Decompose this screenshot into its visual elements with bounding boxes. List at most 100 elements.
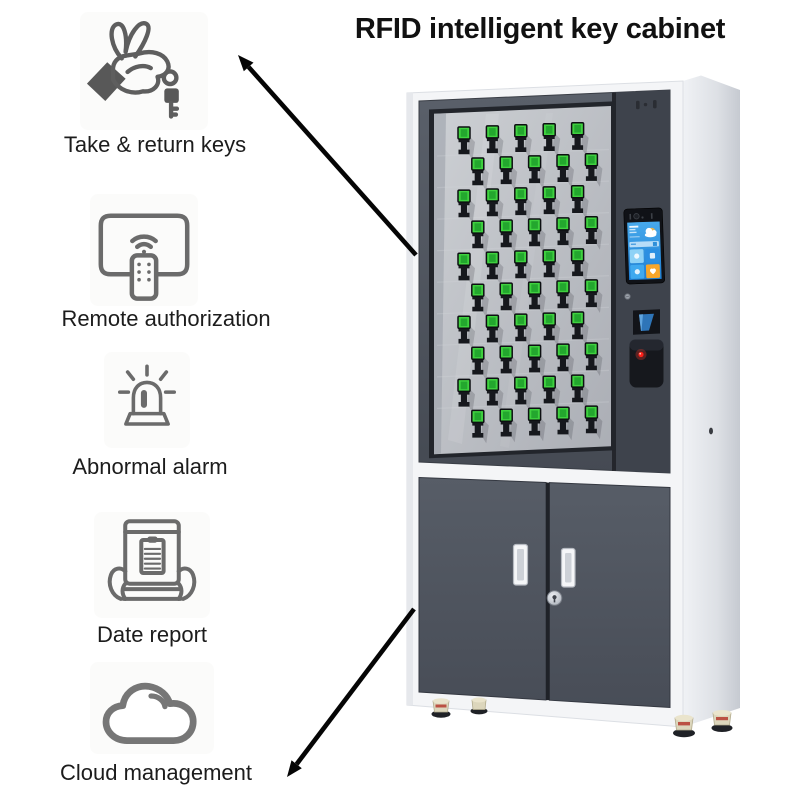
- door-handle-right[interactable]: [560, 547, 576, 588]
- key-tag[interactable]: [457, 189, 475, 224]
- key-tag[interactable]: [570, 248, 589, 282]
- wifi-arc: [130, 234, 158, 244]
- key-tag[interactable]: [485, 314, 504, 349]
- foot: [470, 697, 488, 715]
- key-tag[interactable]: [471, 220, 489, 255]
- key-tag[interactable]: [527, 281, 546, 316]
- key-tag[interactable]: [485, 377, 504, 412]
- door-gap: [546, 482, 550, 701]
- window-inner-wall-shade: [434, 113, 446, 455]
- key-tag[interactable]: [499, 345, 518, 380]
- tray-band: [121, 587, 183, 601]
- door-left[interactable]: [418, 476, 547, 701]
- date-report-icon: [94, 512, 210, 618]
- annotation-arrows: [238, 55, 418, 777]
- column-vents: [636, 100, 657, 110]
- foot: [711, 710, 733, 732]
- key-tag[interactable]: [584, 279, 603, 313]
- wifi-dot: [141, 249, 147, 254]
- card-slot[interactable]: [633, 309, 660, 335]
- key-tag[interactable]: [485, 251, 504, 286]
- finger: [109, 21, 129, 61]
- key-tag[interactable]: [457, 252, 475, 287]
- hand-right-thumb: [176, 581, 184, 601]
- door-lock[interactable]: [546, 590, 563, 606]
- remote-authorization-icon: [90, 194, 198, 306]
- storage-doors: [418, 476, 671, 709]
- key-tag[interactable]: [527, 344, 546, 379]
- cloud-outline: [102, 682, 197, 744]
- key-tag[interactable]: [471, 346, 489, 381]
- screen-weather-graphic: [629, 225, 657, 238]
- key-tag[interactable]: [527, 155, 546, 189]
- key-blade: [168, 100, 180, 119]
- door-right[interactable]: [549, 482, 671, 709]
- key-tag[interactable]: [570, 374, 589, 409]
- foot: [431, 698, 451, 718]
- key-tag[interactable]: [457, 378, 475, 413]
- key-tag-grid: [457, 121, 603, 444]
- key-window: [429, 101, 616, 459]
- key-tag[interactable]: [542, 186, 561, 220]
- key-tag[interactable]: [499, 282, 518, 317]
- shelf-lines: [436, 148, 610, 409]
- heart-icon: [649, 268, 656, 275]
- key-tag[interactable]: [556, 406, 574, 441]
- key-tag[interactable]: [584, 216, 603, 250]
- key-head: [164, 88, 179, 103]
- key-tag[interactable]: [556, 154, 574, 188]
- cabinet-side-panel: [683, 75, 740, 727]
- key-tag[interactable]: [471, 409, 489, 444]
- key-tag[interactable]: [542, 123, 561, 157]
- key-tag[interactable]: [514, 313, 532, 348]
- key-tag[interactable]: [584, 342, 603, 376]
- key-tag[interactable]: [570, 311, 589, 345]
- screen-toolbar: [629, 241, 659, 248]
- feature-label-cloud-management: Cloud management: [59, 760, 252, 785]
- camera-module: [629, 213, 653, 220]
- screen-outline: [98, 213, 190, 277]
- key-tag[interactable]: [556, 343, 574, 378]
- key-tag[interactable]: [556, 280, 574, 314]
- side-panel-hole: [709, 427, 713, 435]
- card-reader[interactable]: [629, 339, 664, 388]
- key-tag[interactable]: [471, 283, 489, 318]
- key-tag[interactable]: [527, 407, 546, 442]
- key-tag[interactable]: [485, 125, 504, 159]
- key-tag[interactable]: [584, 405, 603, 440]
- key-tag[interactable]: [570, 121, 589, 156]
- key-tag[interactable]: [499, 219, 518, 253]
- key-tag[interactable]: [485, 188, 504, 222]
- key-tag[interactable]: [457, 126, 475, 160]
- key-tag[interactable]: [499, 156, 518, 190]
- screen-app-tiles[interactable]: [629, 248, 661, 279]
- report-lines: [143, 547, 162, 570]
- key-tag[interactable]: [570, 185, 589, 219]
- key-tag[interactable]: [556, 217, 574, 251]
- remote-buttons: [137, 262, 151, 282]
- door-handle-left[interactable]: [512, 543, 529, 586]
- arrow-to-bottom-features: [287, 607, 416, 777]
- arrow-to-top-features: [238, 55, 418, 257]
- key-tag[interactable]: [542, 249, 561, 283]
- key-tag[interactable]: [514, 124, 532, 158]
- key-tag[interactable]: [514, 187, 532, 221]
- caster-feet: [431, 697, 733, 738]
- siren-slit: [140, 389, 147, 408]
- touchscreen[interactable]: [623, 207, 665, 285]
- key-tag[interactable]: [584, 152, 603, 187]
- key-tag[interactable]: [542, 375, 561, 410]
- key-tag[interactable]: [542, 312, 561, 347]
- cuff-shape: [86, 62, 126, 101]
- key-tag[interactable]: [514, 250, 532, 284]
- key-tag[interactable]: [514, 376, 532, 411]
- key-tag[interactable]: [471, 157, 489, 191]
- wifi-arc: [135, 241, 153, 250]
- key-tag[interactable]: [457, 315, 475, 350]
- feature-label-remote-authorization: Remote authorization: [61, 306, 271, 331]
- key-tag[interactable]: [527, 218, 546, 252]
- feature-label-date-report: Date report: [96, 622, 208, 647]
- key-tag[interactable]: [499, 408, 518, 443]
- alarm-rays: [117, 364, 177, 394]
